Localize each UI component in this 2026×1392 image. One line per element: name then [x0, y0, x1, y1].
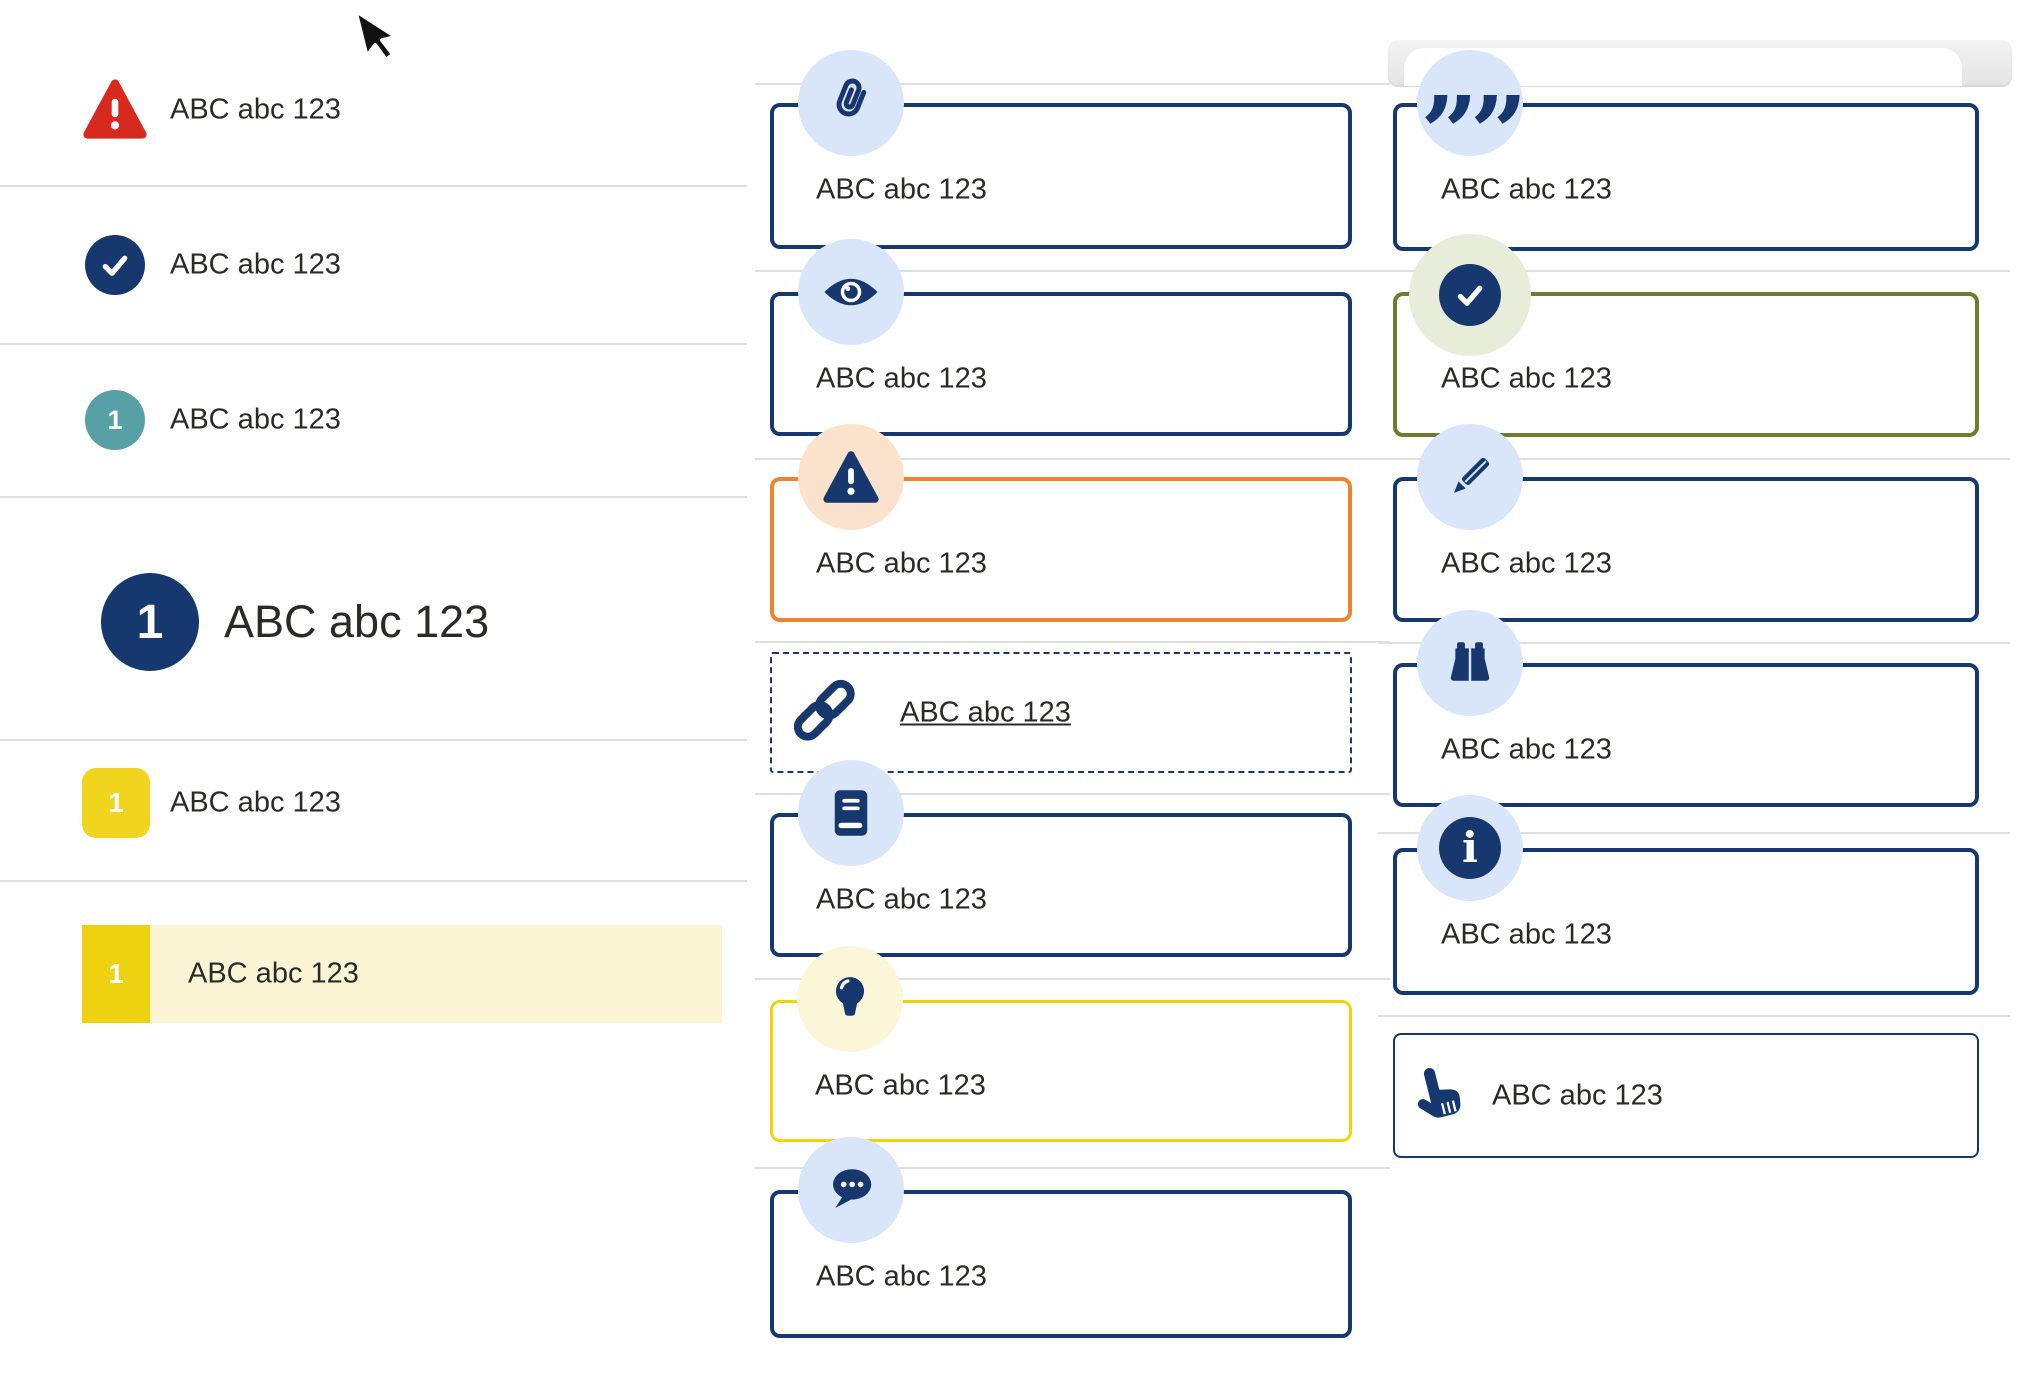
quote-marks-icon: ”” [1417, 50, 1528, 183]
list-item-label: ABC abc 123 [170, 248, 341, 281]
list-item-label: ABC abc 123 [224, 596, 490, 647]
callout-label: ABC abc 123 [816, 1260, 987, 1293]
callout-label: ABC abc 123 [1492, 1079, 1663, 1111]
yellow-number-badge-icon: 1 [82, 925, 150, 1023]
divider [1378, 642, 2010, 644]
callout-label: ABC abc 123 [816, 362, 987, 395]
chat-bubble-icon [798, 1137, 904, 1243]
book-icon [798, 760, 904, 866]
callout-tip: ABC abc 123 [770, 946, 1352, 1142]
callout-action: ABC abc 123 [1393, 1033, 1979, 1158]
callout-info: i ABC abc 123 [1393, 795, 1979, 995]
callout-link: ABC abc 123 [770, 652, 1352, 773]
binoculars-icon [1417, 610, 1523, 716]
callout-label: ABC abc 123 [1441, 547, 1612, 580]
callout-label: ABC abc 123 [1441, 173, 1612, 206]
divider [0, 185, 747, 187]
divider [1378, 458, 2010, 460]
callout-watch: ABC abc 123 [770, 239, 1352, 436]
divider [1378, 1015, 2010, 1017]
divider [1378, 832, 2010, 834]
callout-quote: ”” ABC abc 123 [1393, 50, 1979, 251]
callout-label: ABC abc 123 [816, 547, 987, 580]
list-item-label: ABC abc 123 [188, 957, 359, 990]
divider [0, 496, 747, 498]
list-item-label: ABC abc 123 [170, 403, 341, 436]
callout-warning: ABC abc 123 [770, 424, 1352, 622]
callout-label: ABC abc 123 [1441, 733, 1612, 766]
link-chain-icon [786, 672, 862, 748]
callout-attachment: ABC abc 123 [770, 50, 1352, 249]
divider [0, 343, 747, 345]
lightbulb-icon [797, 946, 903, 1052]
warning-triangle-icon [82, 78, 148, 140]
divider [755, 641, 1390, 643]
check-circle-icon [1409, 234, 1531, 356]
divider [755, 1167, 1390, 1169]
divider [755, 793, 1390, 795]
highlighted-row [82, 925, 722, 1023]
callout-link-text[interactable]: ABC abc 123 [900, 696, 1071, 728]
divider [755, 83, 1390, 85]
info-circle-icon: i [1417, 795, 1523, 901]
divider [0, 880, 747, 882]
callout-edit: ABC abc 123 [1393, 424, 1979, 622]
divider [0, 739, 747, 741]
divider [755, 458, 1390, 460]
callout-label: ABC abc 123 [816, 883, 987, 916]
mouse-cursor-icon [353, 2, 400, 70]
callout-label: ABC abc 123 [815, 1069, 986, 1102]
callout-success: ABC abc 123 [1393, 234, 1979, 437]
callout-label: ABC abc 123 [816, 173, 987, 206]
divider [755, 978, 1390, 980]
pointing-hand-icon [1407, 1061, 1465, 1129]
paperclip-icon [798, 50, 904, 156]
callout-label: ABC abc 123 [1441, 362, 1612, 395]
divider [755, 270, 1390, 272]
callout-search: ABC abc 123 [1393, 610, 1979, 807]
teal-number-circle-icon: 1 [85, 390, 145, 450]
divider [1378, 270, 2010, 272]
navy-number-circle-large-icon: 1 [101, 573, 199, 671]
eye-icon [798, 239, 904, 345]
callout-reference: ABC abc 123 [770, 760, 1352, 957]
list-item-label: ABC abc 123 [170, 93, 341, 126]
check-circle-icon [85, 235, 145, 295]
pencil-icon [1417, 424, 1523, 530]
yellow-number-badge-icon: 1 [82, 768, 150, 838]
callout-discussion: ABC abc 123 [770, 1137, 1352, 1338]
list-item-label: ABC abc 123 [170, 786, 341, 819]
callout-label: ABC abc 123 [1441, 918, 1612, 951]
warning-triangle-icon [798, 424, 904, 530]
